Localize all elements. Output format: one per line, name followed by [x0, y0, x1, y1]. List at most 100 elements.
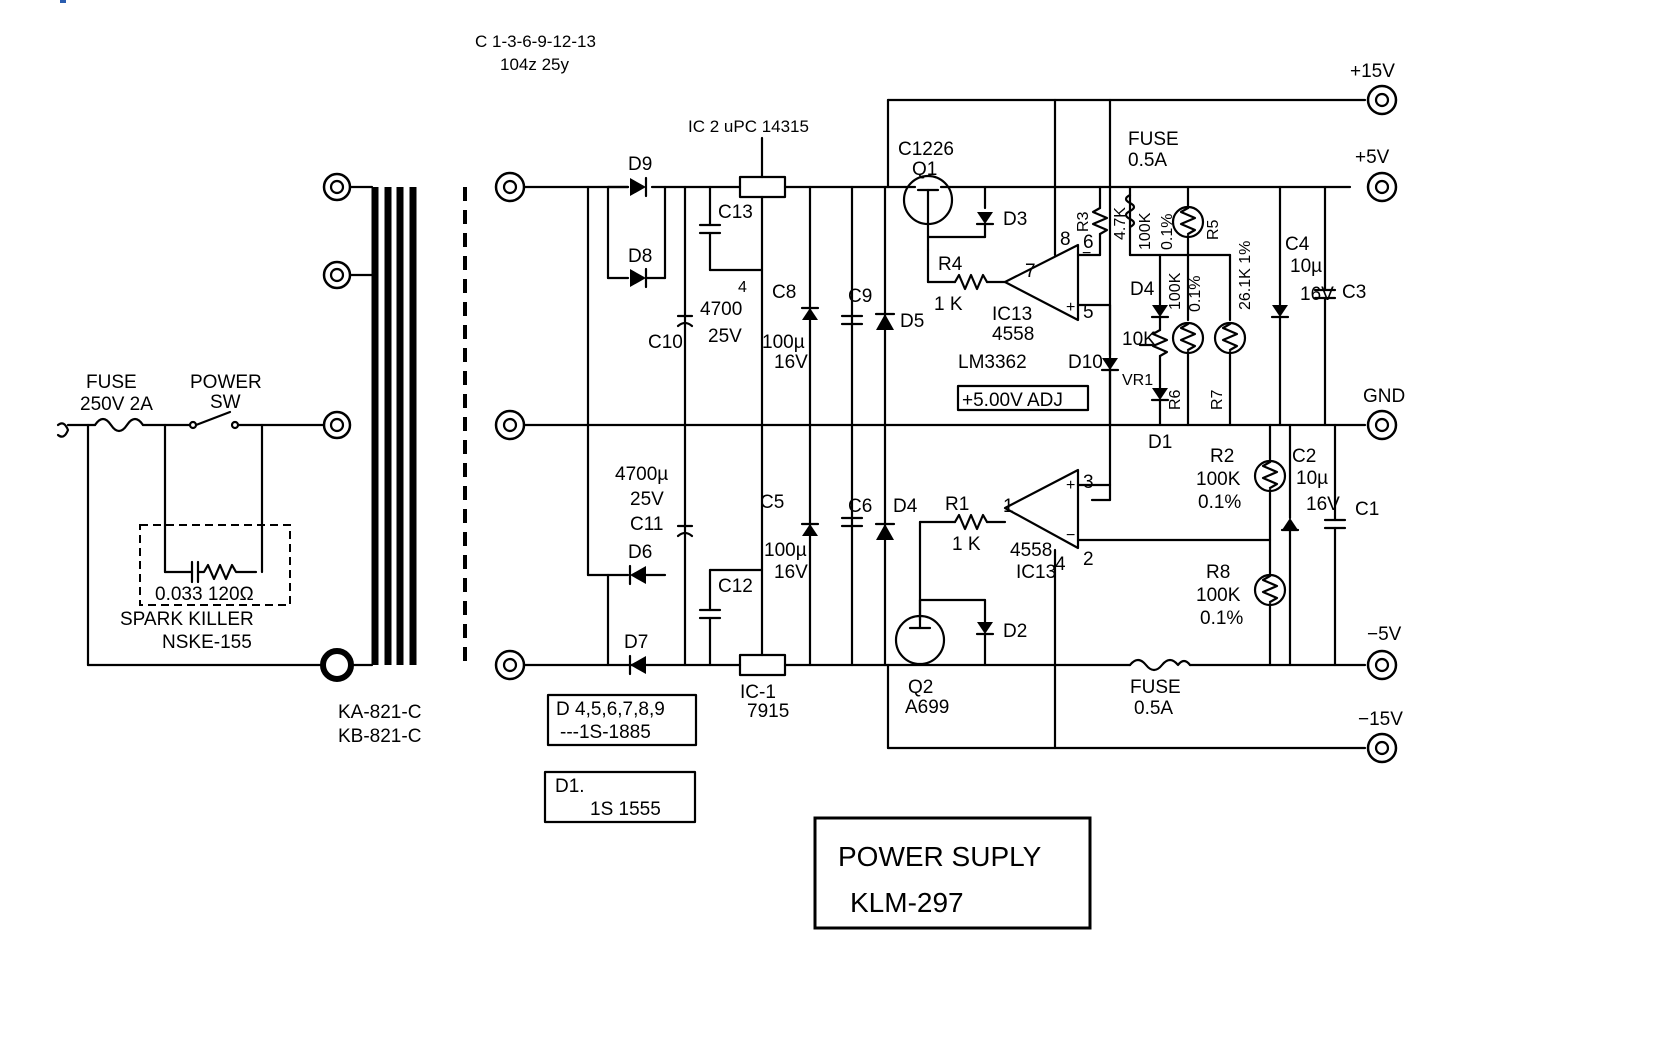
ic13a-alt: LM3362 — [958, 352, 1027, 373]
ic13b-type: 4558 — [1010, 540, 1052, 561]
r5-value: 100K — [1137, 212, 1154, 250]
terminal-minus15v — [1366, 732, 1398, 764]
d9-diode — [630, 178, 646, 196]
c11-label: C11 — [630, 514, 663, 535]
d1-note-line1: D1. — [555, 776, 585, 797]
title-line1: POWER SUPLY — [838, 841, 1042, 872]
title-block-frame — [813, 816, 1092, 930]
secondary-terminal-center — [494, 409, 526, 441]
d9-label: D9 — [628, 154, 652, 175]
c8-label: C8 — [772, 282, 796, 303]
primary-terminal-2 — [322, 260, 352, 290]
vr1-label: VR1 — [1122, 372, 1153, 389]
c12-label: C12 — [718, 576, 753, 597]
rectifier-section: D9 D8 D6 D7 C10 4700 25V 4700µ 25V C11 C — [586, 154, 764, 676]
c5-label: C5 — [760, 492, 784, 513]
c10-voltage: 25V — [708, 326, 742, 347]
ic13a-minus-sign: − — [1082, 245, 1091, 262]
ic2-note: IC 2 uPC 14315 — [688, 117, 809, 136]
ic13a-pin6: 6 — [1083, 232, 1094, 253]
ic13b-pin2: 2 — [1083, 549, 1094, 570]
ic1-value: 7915 — [747, 701, 789, 722]
spark-killer-model: NSKE-155 — [162, 632, 252, 653]
d5-diode — [876, 314, 894, 330]
c13-label: C13 — [718, 202, 753, 223]
r8-resistor — [1261, 574, 1279, 604]
d10-diode — [1102, 358, 1118, 370]
d2-diode — [977, 622, 993, 634]
ic13a-opamp — [1003, 243, 1080, 322]
c8-voltage: 16V — [774, 352, 808, 373]
d4-label: D4 — [893, 496, 918, 517]
c8-capacitor — [802, 308, 818, 320]
primary-terminal-4 — [320, 648, 354, 682]
r1-label: R1 — [945, 494, 969, 515]
vr1-potentiometer — [1151, 328, 1169, 358]
mains-fuse-rating: 250V 2A — [80, 394, 153, 415]
r8-value: 100K — [1196, 585, 1241, 606]
r2-resistor — [1261, 460, 1279, 490]
r2-label: R2 — [1210, 446, 1234, 467]
fuse-top-symbol — [1124, 193, 1136, 229]
spark-killer-part: 0.033 120Ω — [155, 584, 254, 605]
c2-capacitor — [1282, 518, 1298, 530]
r4-label: R4 — [938, 254, 963, 275]
transformer-model-b: KB-821-C — [338, 726, 421, 747]
fuse-top-label: FUSE — [1128, 129, 1179, 150]
mains-input-section: FUSE 250V 2A POWER SW 0.033 120Ω SPARK K… — [56, 372, 332, 667]
r6-resistor — [1179, 322, 1197, 352]
r5-tol: 0.1% — [1159, 214, 1176, 250]
c1-label: C1 — [1355, 499, 1379, 520]
terminal-minus5v — [1366, 649, 1398, 681]
d6-label: D6 — [628, 542, 652, 563]
d4-ref-label: D4 — [1130, 279, 1155, 300]
fuse-bottom-label: FUSE — [1130, 677, 1181, 698]
r8-label: R8 — [1206, 562, 1230, 583]
d2-label: D2 — [1003, 621, 1027, 642]
part-notes: D 4,5,6,7,8,9 ---1S-1885 D1. 1S 1555 — [543, 693, 698, 824]
c9-label: C9 — [848, 286, 872, 307]
d7-diode — [630, 656, 646, 674]
corner-marker — [60, 0, 66, 3]
fuse-top-value: 0.5A — [1128, 150, 1167, 171]
q1-sub-label: Q1 — [912, 159, 937, 180]
q2-sub-label: A699 — [905, 697, 949, 718]
r7-resistor — [1221, 322, 1239, 352]
primary-terminal-1 — [322, 172, 352, 202]
ic2-regulator — [738, 175, 787, 199]
adjust-label-box — [956, 384, 1090, 412]
diode-note-box — [546, 693, 698, 747]
capacitor-note-line1: C 1-3-6-9-12-13 — [475, 32, 596, 51]
r4-value: 1 K — [934, 294, 963, 315]
ic13a-type: 4558 — [992, 324, 1034, 345]
ic13a-pin8: 8 — [1060, 229, 1071, 250]
d8-label: D8 — [628, 246, 652, 267]
diode-note-line1: D 4,5,6,7,8,9 — [556, 699, 665, 720]
q2-label: Q2 — [908, 677, 933, 698]
d1-diode — [1152, 388, 1168, 400]
ic13a-pin7: 7 — [1025, 261, 1036, 282]
diode-note-line2: ---1S-1885 — [560, 722, 651, 743]
negative-regulator-section: + − 1 2 3 4 4558 IC13 R1 1 K D2 Q2 A699 … — [894, 423, 1379, 719]
secondary-terminal-bottom — [494, 649, 526, 681]
label-plus5v: +5V — [1355, 147, 1390, 168]
terminal-plus5v — [1366, 171, 1398, 203]
label-plus15v: +15V — [1350, 61, 1395, 82]
adjust-label: +5.00V ADJ — [962, 390, 1063, 411]
d4-diode — [876, 524, 894, 540]
label-minus15v: −15V — [1358, 709, 1403, 730]
label-gnd: GND — [1363, 386, 1405, 407]
ic13b-plus-sign: + — [1066, 477, 1075, 494]
r4-resistor — [953, 273, 989, 291]
ic1-label: IC-1 — [740, 682, 776, 703]
r3-label: R3 — [1075, 211, 1092, 232]
r6-label: R6 — [1167, 389, 1184, 410]
c4-capacitor — [1272, 305, 1288, 317]
d1-note-line2: 1S 1555 — [590, 799, 661, 820]
d4-ref-diode — [1152, 305, 1168, 317]
d3-diode — [977, 212, 993, 224]
spark-killer-label: SPARK KILLER — [120, 609, 254, 630]
c5-voltage: 16V — [774, 562, 808, 583]
r5-label: R5 — [1205, 219, 1222, 240]
ic13a-label: IC13 — [992, 304, 1032, 325]
